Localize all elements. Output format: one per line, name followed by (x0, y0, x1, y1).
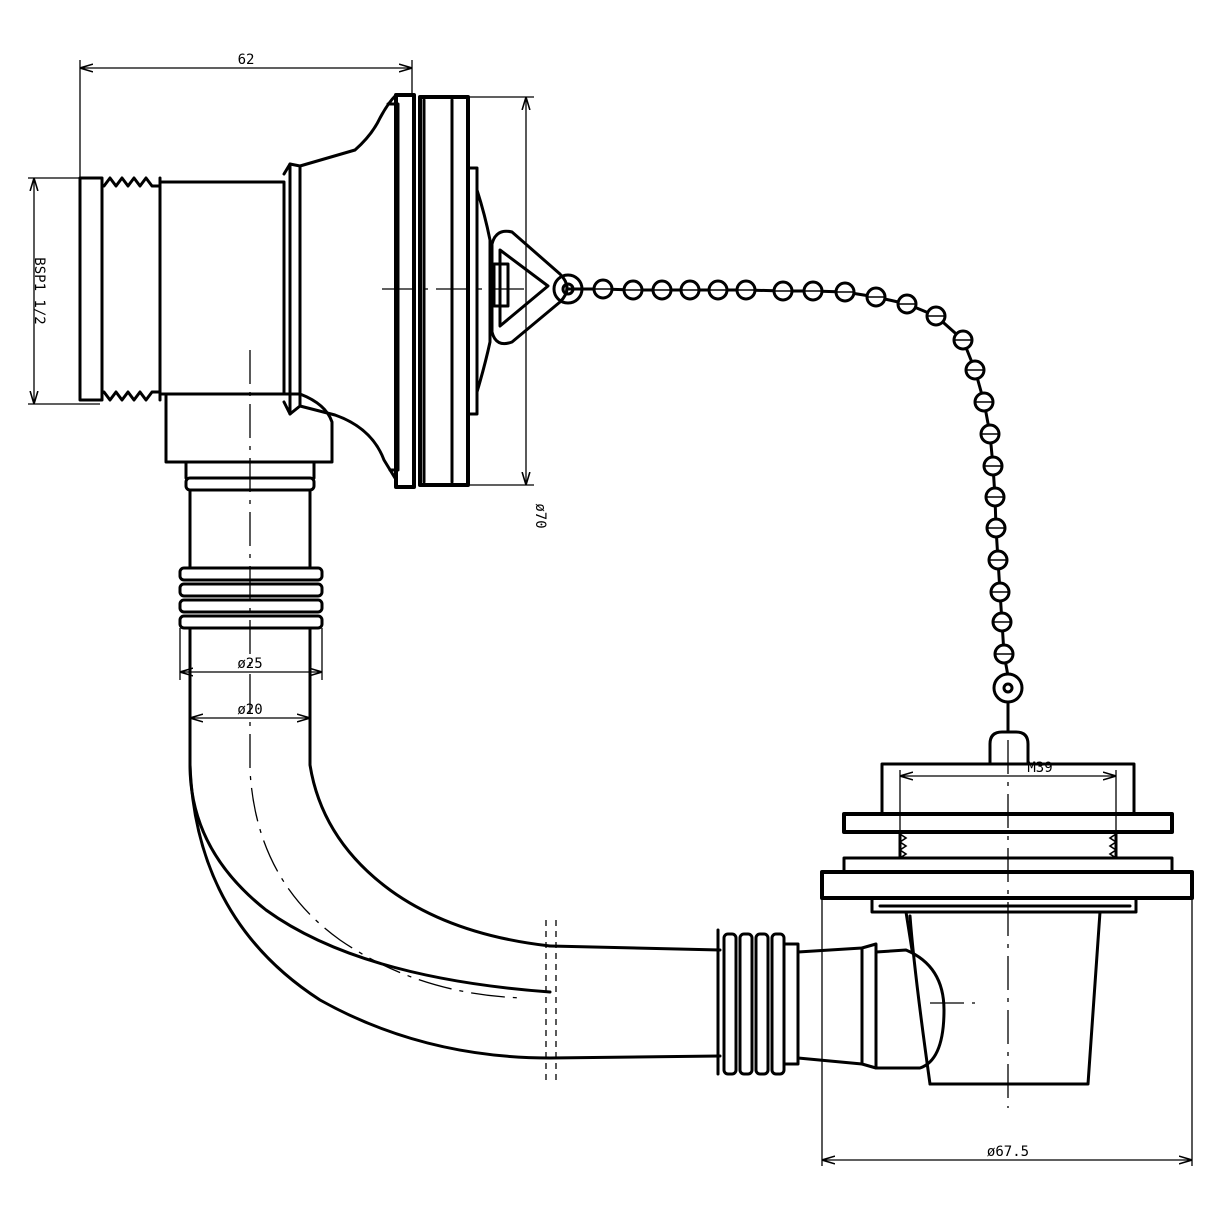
dimension-label-nut-diameter: ø25 (237, 656, 262, 672)
collar-ring (282, 162, 302, 416)
dimension-thread-size: BSP1 1/2 (28, 177, 100, 405)
dimension-base-diameter: ø67.5 (821, 898, 1193, 1166)
dimension-waste-thread: M39 (899, 760, 1117, 832)
dimension-label-flange-diameter: ø70 (532, 503, 548, 528)
overflow-flange (394, 93, 492, 489)
waste-assembly (716, 730, 1194, 1108)
body-flare (298, 93, 398, 480)
overflow-assembly (78, 93, 584, 680)
dimension-label-waste-thread: M39 (1027, 760, 1052, 776)
dimension-label-thread-size: BSP1 1/2 (31, 257, 47, 324)
plug-chain (566, 278, 1015, 678)
waste-base-flange (820, 870, 1194, 900)
overflow-nut (178, 566, 324, 638)
overflow-outlet (164, 392, 334, 570)
dimension-label-pipe-diameter: ø20 (237, 702, 262, 718)
dimension-overall-width: 62 (79, 52, 413, 180)
connecting-pipe (188, 634, 722, 1084)
threaded-shank (898, 830, 1118, 860)
dimension-label-base-diameter: ø67.5 (987, 1144, 1029, 1160)
waste-body (870, 896, 1138, 1086)
threaded-tail (78, 176, 286, 402)
chain-lug (490, 229, 584, 346)
dimension-flange-diameter: ø70 (460, 96, 548, 529)
dimension-pipe-diameter: ø20 (189, 700, 311, 726)
dimension-nut-diameter: ø25 (179, 628, 323, 680)
waste-nut (716, 928, 878, 1076)
chain-end-fitting (992, 672, 1024, 734)
dimension-label-overall-width: 62 (238, 52, 255, 68)
